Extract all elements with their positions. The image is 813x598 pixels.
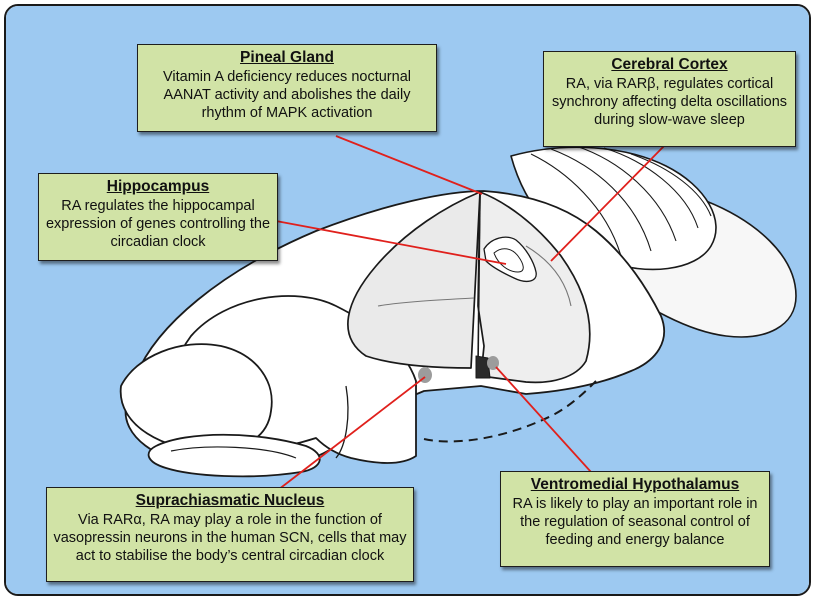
scn-text: Via RARα, RA may play a role in the func… [53, 511, 407, 565]
pineal-gland-text: Vitamin A deficiency reduces nocturnal A… [144, 68, 430, 122]
vmh-box: Ventromedial Hypothalamus RA is likely t… [500, 471, 770, 567]
vmh-title: Ventromedial Hypothalamus [507, 475, 763, 494]
pineal-gland-box: Pineal Gland Vitamin A deficiency reduce… [137, 44, 437, 132]
cerebral-cortex-title: Cerebral Cortex [550, 55, 789, 74]
scn-title: Suprachiasmatic Nucleus [53, 491, 407, 510]
hippocampus-title: Hippocampus [45, 177, 271, 196]
cerebral-cortex-box: Cerebral Cortex RA, via RARβ, regulates … [543, 51, 796, 147]
pineal-gland-title: Pineal Gland [144, 48, 430, 67]
scn-box: Suprachiasmatic Nucleus Via RARα, RA may… [46, 487, 414, 582]
vmh-text: RA is likely to play an important role i… [507, 495, 763, 549]
diagram-panel: Pineal Gland Vitamin A deficiency reduce… [4, 4, 811, 596]
cerebral-cortex-text: RA, via RARβ, regulates cortical synchro… [550, 75, 789, 129]
hippocampus-box: Hippocampus RA regulates the hippocampal… [38, 173, 278, 261]
hippocampus-text: RA regulates the hippocampal expression … [45, 197, 271, 251]
